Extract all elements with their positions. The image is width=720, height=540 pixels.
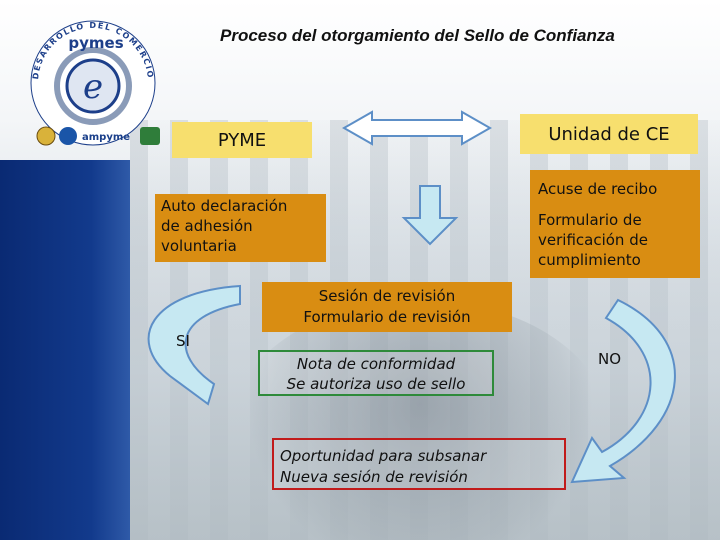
partner-text: ampyme	[82, 132, 130, 143]
formulario-line-2: verificación de	[538, 231, 648, 249]
background-globe-image	[230, 300, 610, 540]
seal-icon	[36, 126, 56, 146]
curved-arrow-left-icon	[147, 284, 241, 406]
curved-arrow-right-icon	[570, 298, 676, 484]
auto-declaracion-line-2: de adhesión	[161, 217, 253, 235]
unidad-ce-label: Unidad de CE	[548, 123, 670, 145]
oportunidad-line-2: Nueva sesión de revisión	[280, 468, 468, 486]
pyme-label: PYME	[217, 129, 267, 151]
nota-line-2: Se autoriza uso de sello	[286, 375, 466, 393]
oportunidad-line-1: Oportunidad para subsanar	[280, 447, 487, 465]
no-label: NO	[598, 350, 622, 368]
auto-declaracion-line-3: voluntaria	[161, 237, 237, 255]
green-emblem-icon	[140, 127, 160, 145]
logo-e-glyph: e	[83, 67, 103, 107]
background-blue-panel	[0, 160, 130, 540]
pymes-logo: DESARROLLO DEL COMERCIO ELECTRÓNICO EN P…	[18, 8, 156, 146]
acuse-recibo-box: Acuse de recibo	[530, 170, 700, 208]
unidad-ce-box: Unidad de CE	[520, 114, 698, 154]
acuse-recibo-label: Acuse de recibo	[538, 180, 658, 198]
double-arrow-icon	[341, 110, 493, 146]
down-arrow-icon	[401, 185, 459, 246]
oportunidad-subsanar-box: Oportunidad para subsanar Nueva sesión d…	[272, 438, 566, 490]
partner-emblem-icon	[59, 127, 77, 145]
auto-declaracion-box: Auto declaración de adhesión voluntaria	[155, 194, 326, 262]
si-label: SI	[176, 332, 190, 350]
auto-declaracion-line-1: Auto declaración	[161, 197, 288, 215]
partner-logos: ampyme	[36, 126, 160, 146]
formulario-line-1: Formulario de	[538, 211, 642, 229]
nota-line-1: Nota de conformidad	[296, 355, 456, 373]
page-title: Proceso del otorgamiento del Sello de Co…	[220, 26, 615, 45]
nota-conformidad-box: Nota de conformidad Se autoriza uso de s…	[258, 350, 494, 396]
pyme-box: PYME	[172, 122, 312, 158]
logo-center-text: pymes	[68, 34, 123, 52]
formulario-verificacion-box: Formulario de verificación de cumplimien…	[530, 208, 700, 278]
sesion-revision-box: Sesión de revisión Formulario de revisió…	[262, 282, 512, 332]
sesion-line-2: Formulario de revisión	[303, 308, 471, 326]
sesion-line-1: Sesión de revisión	[318, 287, 456, 305]
formulario-line-3: cumplimiento	[538, 251, 641, 269]
